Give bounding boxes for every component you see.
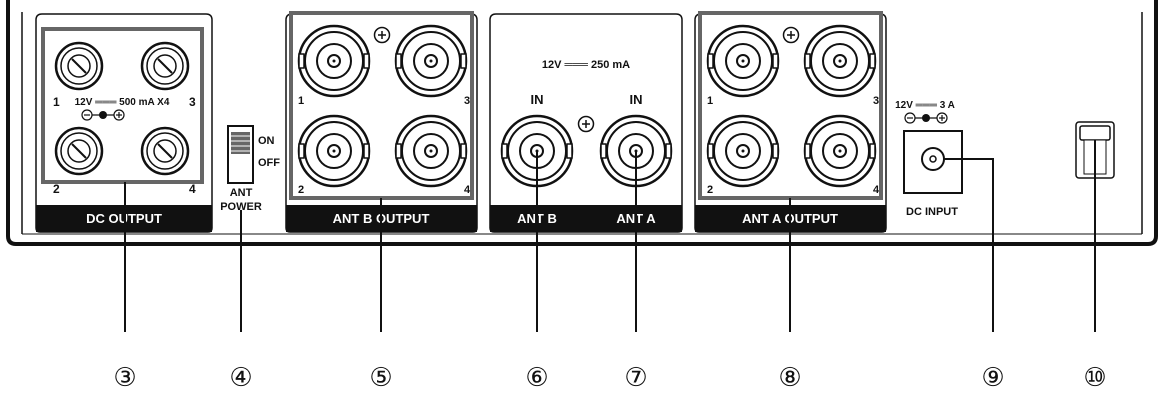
callout-4: ④ bbox=[229, 363, 252, 393]
ground-icon bbox=[782, 26, 800, 44]
callout-10: ⑩ bbox=[1083, 363, 1106, 393]
ant-a-in-label: IN bbox=[630, 92, 643, 107]
dc-output-rating: 12V ═══ 500 mA X4 bbox=[75, 97, 170, 108]
ant-a-output-port-3 bbox=[803, 24, 877, 98]
callout-6: ⑥ bbox=[525, 363, 548, 393]
ant-power-switch-section: ON OFF ANT POWER bbox=[220, 125, 280, 213]
dc-output-number-2: 2 bbox=[53, 182, 60, 196]
ant-b-output-port-2 bbox=[297, 114, 371, 188]
ant-b-in-label: IN bbox=[531, 92, 544, 107]
ant-a-port-number-4: 4 bbox=[873, 184, 880, 196]
ant-b-output-port-1 bbox=[297, 24, 371, 98]
ant-b-output-section: 1 3 2 4 ANT B OUTPUT bbox=[285, 11, 478, 233]
ant-a-output-port-1 bbox=[706, 24, 780, 98]
ant-b-port-number-1: 1 bbox=[298, 95, 304, 107]
dc-output-connector-2 bbox=[54, 126, 104, 176]
ant-b-output-port-3 bbox=[394, 24, 468, 98]
ant-power-label-line1: ANT bbox=[230, 187, 253, 199]
ant-b-port-number-3: 3 bbox=[464, 95, 470, 107]
dc-polarity-icon bbox=[904, 112, 948, 124]
dc-output-connector-1 bbox=[54, 41, 104, 91]
callout-9: ⑨ bbox=[981, 363, 1004, 393]
dc-output-number-4: 4 bbox=[189, 182, 196, 196]
dc-input-rating: 12V ═══ 3 A bbox=[895, 100, 955, 111]
callout-5: ⑤ bbox=[369, 363, 392, 393]
ant-a-port-number-1: 1 bbox=[707, 95, 713, 107]
ant-a-port-number-3: 3 bbox=[873, 95, 879, 107]
ant-a-port-number-2: 2 bbox=[707, 184, 713, 196]
leader-lines bbox=[124, 140, 1096, 332]
dc-polarity-icon bbox=[81, 109, 125, 121]
callout-numbers: ③ ④ ⑤ ⑥ ⑦ ⑧ ⑨ ⑩ bbox=[113, 363, 1106, 393]
ant-a-output-port-2 bbox=[706, 114, 780, 188]
dc-output-highlight bbox=[41, 27, 204, 184]
ground-icon bbox=[577, 115, 595, 133]
ant-b-output-port-4 bbox=[394, 114, 468, 188]
callout-7: ⑦ bbox=[624, 363, 647, 393]
panel-outline bbox=[6, 0, 1158, 246]
ant-b-port-number-2: 2 bbox=[298, 184, 304, 196]
dc-output-connector-3 bbox=[140, 41, 190, 91]
dc-input-label: DC INPUT bbox=[906, 206, 958, 218]
antenna-inputs-section: 12V ═══ 250 mA IN IN ANT B ANT A bbox=[489, 13, 683, 233]
dc-input-section: 12V ═══ 3 A DC INPUT bbox=[895, 100, 963, 218]
callout-8: ⑧ bbox=[778, 363, 801, 393]
dc-input-jack bbox=[903, 130, 963, 194]
antenna-input-rating: 12V ═══ 250 mA bbox=[542, 59, 630, 71]
dc-output-number-1: 1 bbox=[53, 95, 60, 109]
ant-power-on-label: ON bbox=[258, 135, 275, 147]
callout-3: ③ bbox=[113, 363, 136, 393]
dc-output-number-3: 3 bbox=[189, 95, 196, 109]
ground-icon bbox=[373, 26, 391, 44]
ant-a-output-port-4 bbox=[803, 114, 877, 188]
dc-output-connector-4 bbox=[140, 126, 190, 176]
ant-power-off-label: OFF bbox=[258, 157, 280, 169]
ant-a-output-section: 1 3 2 4 ANT A OUTPUT bbox=[694, 11, 887, 233]
ant-b-port-number-4: 4 bbox=[464, 184, 471, 196]
ant-power-label-line2: POWER bbox=[220, 201, 262, 213]
